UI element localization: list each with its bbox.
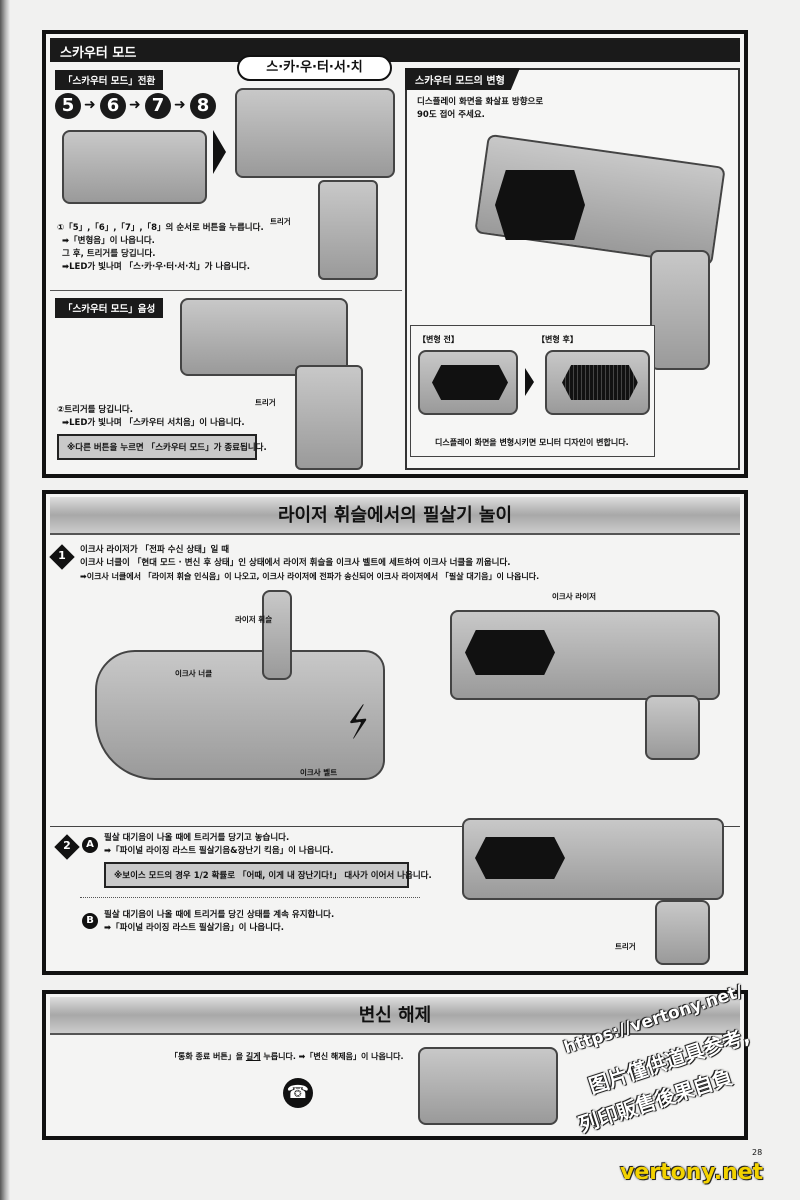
section-title: 라이저 휘슬에서의 필살기 놀이	[50, 497, 740, 535]
section-title: 스카우터 모드	[50, 38, 740, 62]
watermark-site: vertony.net	[620, 1160, 764, 1185]
page-number: 28	[752, 1148, 763, 1157]
step-1-action: 이크사 너클이 「현대 모드 · 변신 후 상태」인 상태에서 라이저 휘슬을 …	[80, 558, 511, 568]
number-6: 6	[100, 93, 126, 119]
step-2b-action: 필살 대기음이 나올 때에 트리거를 당긴 상태를 계속 유지합니다.	[104, 910, 335, 920]
step-2-number: 2	[63, 839, 71, 852]
riser-grip-image	[645, 695, 700, 760]
step-1-result: ➡이크사 너클에서 「라이저 휘슬 인식음」이 나오고, 이크사 라이저에 전파…	[80, 572, 540, 581]
release-instruction: 「통화 종료 버튼」을 길게 누릅니다. ➡「변신 해제음」이 나옵니다.	[170, 1052, 404, 1061]
whistle-label: 라이저 휘슬	[235, 615, 273, 624]
display-image	[495, 170, 585, 240]
belt-knuckle-image	[95, 650, 385, 780]
step-1-condition: 이크사 라이저가 「전파 수신 상태」일 때	[80, 545, 230, 555]
device-grip-image	[318, 180, 378, 280]
voice-subtitle: 「스카우터 모드」음성	[55, 298, 164, 318]
transform-title: 스카우터 모드의 변형	[405, 68, 520, 90]
riser-screen	[465, 630, 555, 675]
section-title: 변신 해제	[50, 997, 740, 1035]
after-screen	[562, 365, 638, 400]
step-1-led: ➡LED가 빛나며 「스·카·우·터·서·치」가 나옵니다.	[62, 262, 250, 272]
belt-label: 이크사 벨트	[300, 768, 338, 777]
number-5: 5	[55, 93, 81, 119]
riser-screen	[475, 837, 565, 879]
riser-grip-image	[655, 900, 710, 965]
device-grip-image	[650, 250, 710, 370]
trigger-label: 트리거	[270, 217, 291, 226]
end-mode-note: ※다른 버튼을 누르면 「스카우터 모드」가 종료됩니다.	[57, 434, 267, 460]
divider	[80, 897, 420, 898]
button-panel-image	[418, 1047, 558, 1125]
voice-mode-note: ※보이스 모드의 경우 1/2 확률로 「어때, 이게 내 장난기다!」 대사가…	[104, 862, 432, 888]
trigger-label: 트리거	[255, 398, 276, 407]
step-2a-result: ➡「파이널 라이징 라스트 필살기음&장난기 킥음」이 나옵니다.	[104, 846, 334, 856]
riser-device-image	[450, 610, 720, 700]
divider	[50, 826, 740, 827]
transform-caption: 디스플레이 화면을 변형시키면 모니터 디자인이 변합니다.	[435, 438, 629, 447]
knuckle-label: 이크사 너클	[175, 669, 213, 678]
step-2-text: ②트리거를 당깁니다.	[57, 405, 133, 415]
scouter-voice-device-image	[180, 298, 348, 376]
step-1-then: 그 후, 트리거를 당깁니다.	[62, 249, 156, 259]
before-label: 【변형 전】	[418, 335, 459, 344]
triangle-arrow-icon	[213, 130, 226, 174]
step-1-text: ①「5」,「6」,「7」,「8」의 순서로 버튼을 누릅니다.	[57, 223, 264, 233]
arrow-icon: ➜	[129, 97, 141, 113]
riser-label: 이크사 라이저	[552, 592, 597, 601]
page-binding-edge	[0, 0, 10, 1200]
scouter-device-image	[235, 88, 395, 178]
triangle-arrow-icon	[525, 368, 534, 396]
arrow-icon: ➜	[84, 97, 96, 113]
after-label: 【변형 후】	[537, 335, 578, 344]
trigger-label: 트리거	[615, 942, 636, 951]
number-7: 7	[145, 93, 171, 119]
step-1-number: 1	[58, 549, 66, 562]
button-panel-image	[62, 130, 207, 204]
step-1-result: ➡「변형음」이 나옵니다.	[62, 236, 155, 246]
step-2a-action: 필살 대기음이 나올 때에 트리거를 당기고 놓습니다.	[104, 833, 290, 843]
step-b-marker: B	[82, 913, 98, 929]
arrow-icon: ➜	[174, 97, 186, 113]
step-2-result: ➡LED가 빛나며 「스카우터 서치음」이 나옵니다.	[62, 418, 245, 428]
step-a-marker: A	[82, 837, 98, 853]
divider	[50, 290, 402, 291]
end-call-icon: ☎	[283, 1078, 313, 1108]
before-screen	[432, 365, 508, 400]
step-2b-result: ➡「파이널 라이징 라스트 필살기음」이 나옵니다.	[104, 923, 284, 933]
transform-instruction: 90도 접어 주세요.	[417, 110, 485, 120]
sound-bubble: 스·카·우·터·서·치	[237, 55, 392, 81]
transform-instruction: 디스플레이 화면을 화살표 방향으로	[417, 97, 544, 107]
switch-subtitle: 「스카우터 모드」전환	[55, 70, 164, 90]
number-8: 8	[190, 93, 216, 119]
device-grip-image	[295, 365, 363, 470]
whistle-image	[262, 590, 292, 680]
